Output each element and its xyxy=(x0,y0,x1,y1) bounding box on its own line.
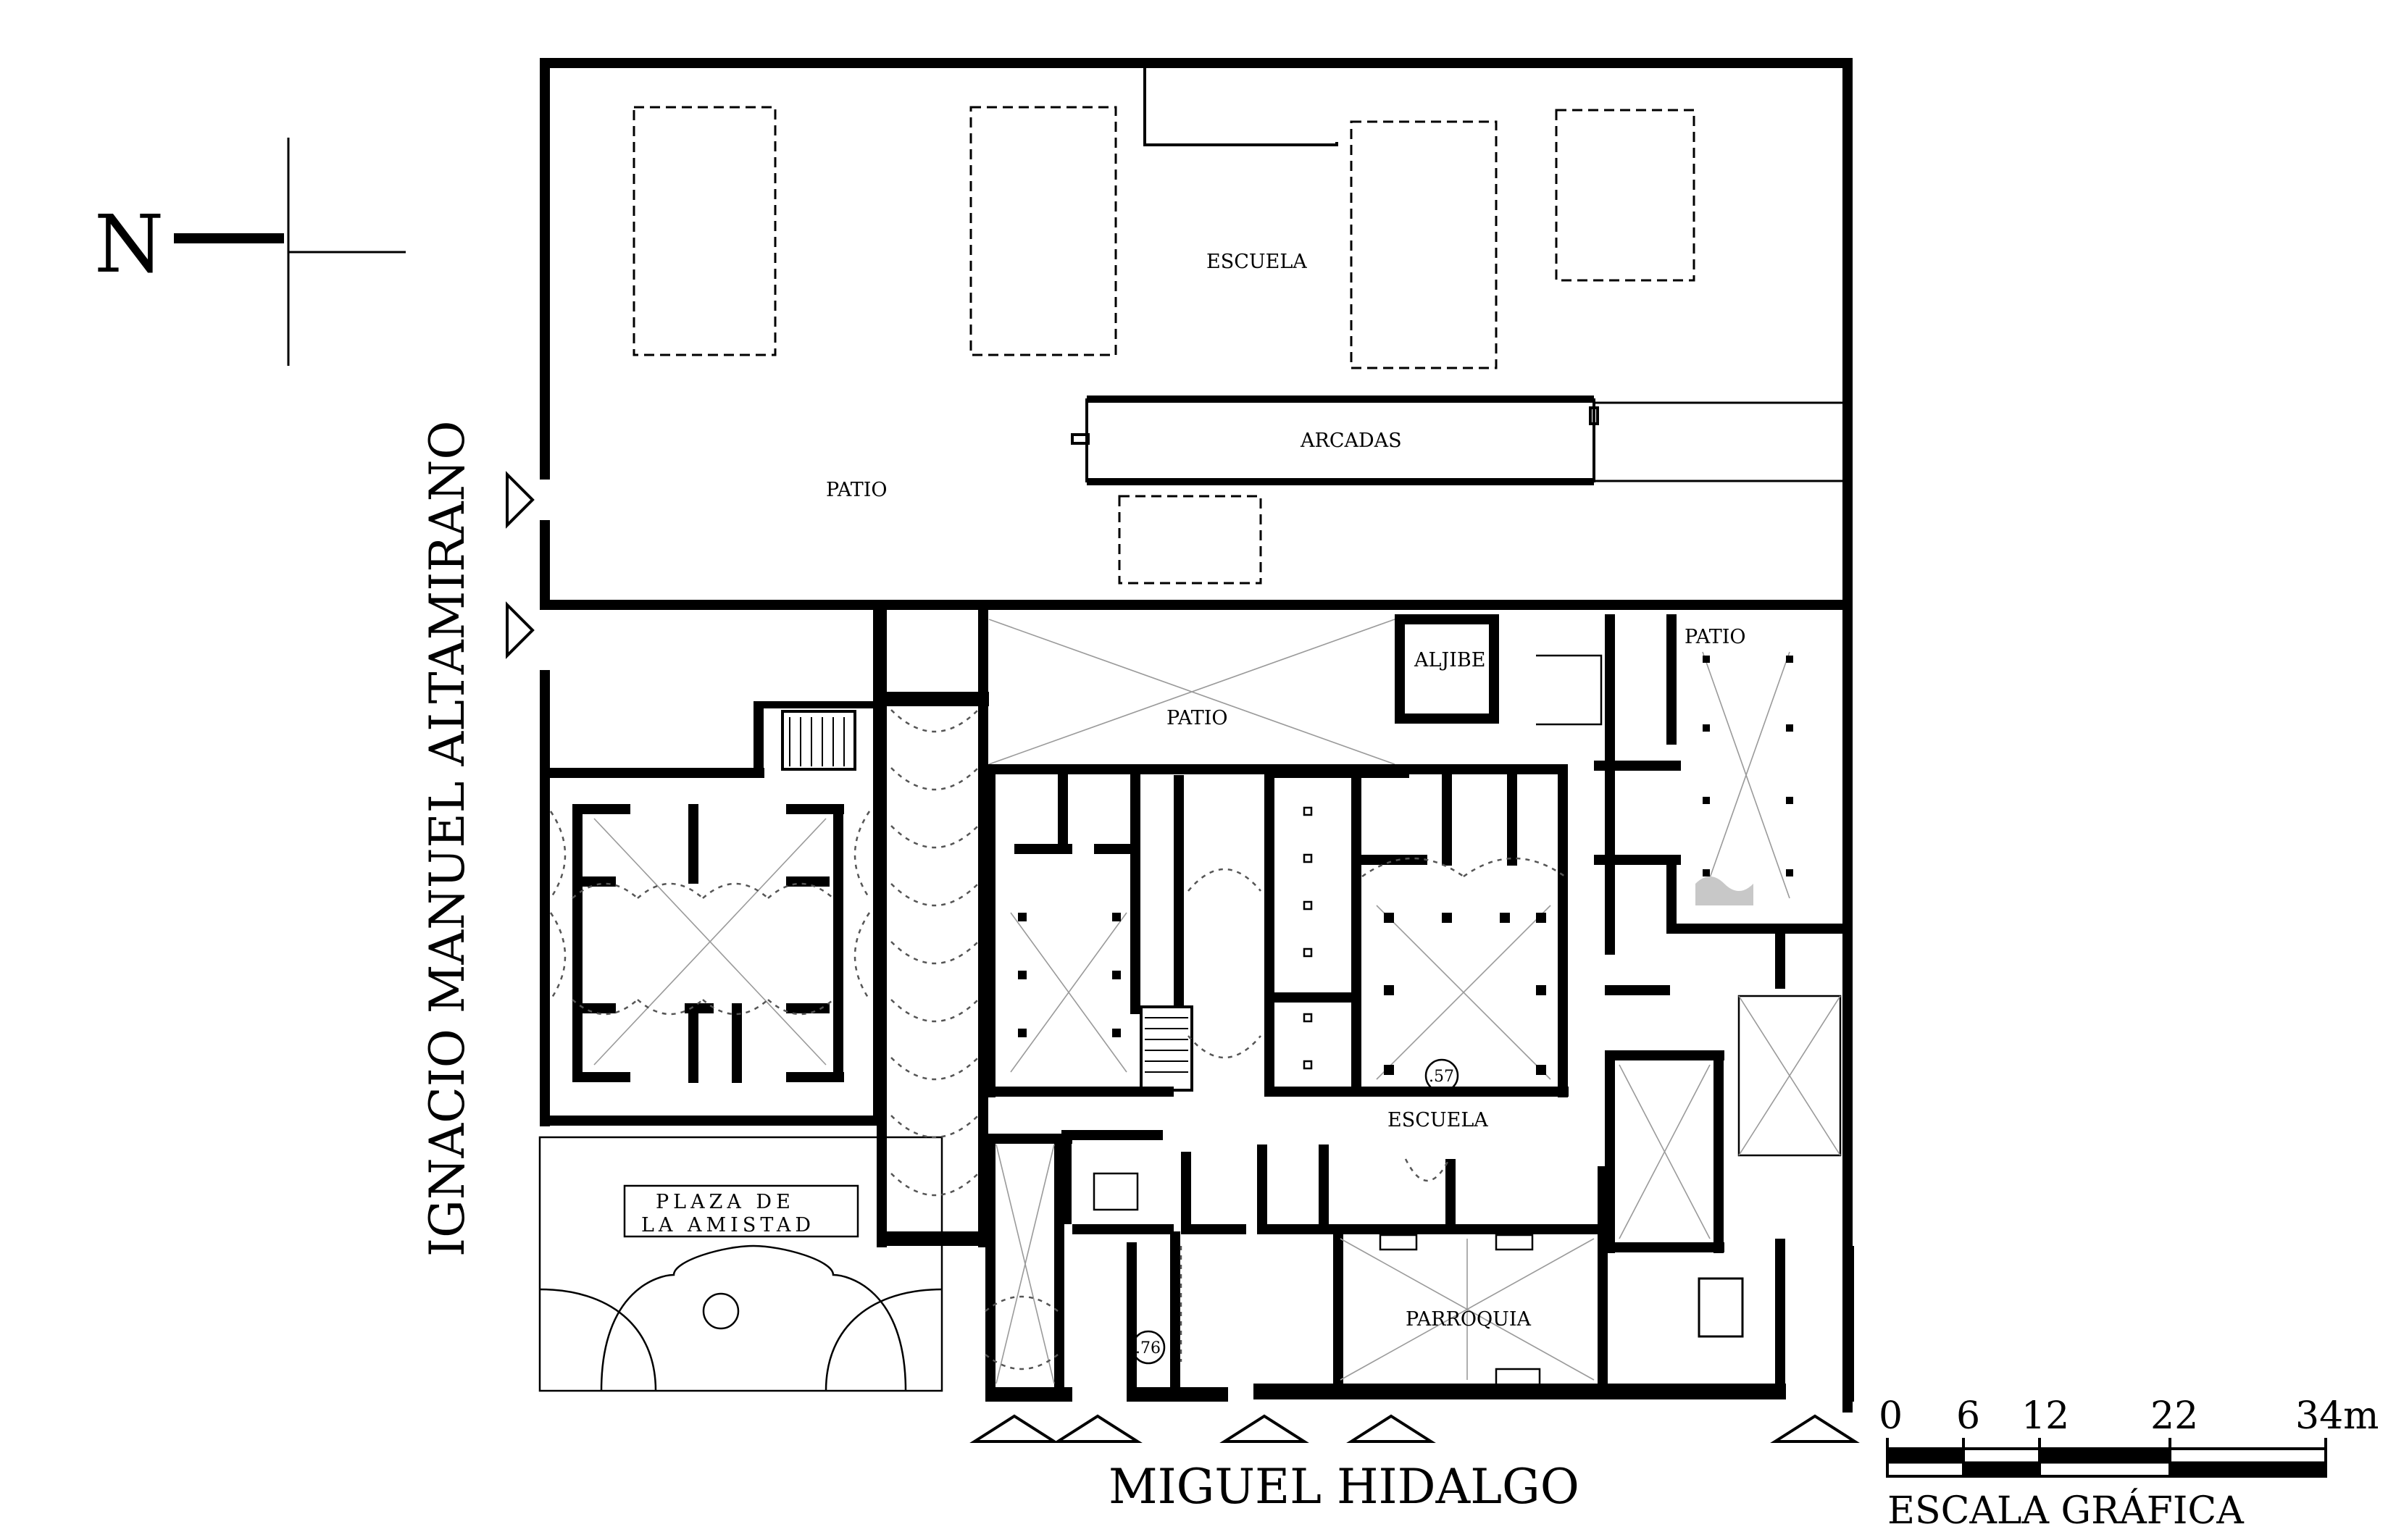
plaza-label-line2: LA AMISTAD xyxy=(641,1214,815,1236)
south-wing xyxy=(969,1130,1860,1443)
entry-arrow xyxy=(969,1414,1059,1443)
west-wing xyxy=(540,610,883,1126)
north-block xyxy=(506,58,1853,1413)
room-label-parroquia: PARROQUIA xyxy=(1406,1308,1532,1331)
room-label-patio-center: PATIO xyxy=(1166,707,1228,729)
entry-arrow xyxy=(506,601,535,659)
center-block xyxy=(877,610,1569,1247)
room-label-patio-west: PATIO xyxy=(826,479,888,501)
entry-arrow xyxy=(1053,1414,1143,1443)
scale-tick-label: 6 xyxy=(1956,1394,1980,1438)
north-label: N xyxy=(94,198,164,290)
north-arrow: N xyxy=(94,138,406,366)
scale-title: ESCALA GRÁFICA xyxy=(1887,1488,2245,1533)
plaza xyxy=(538,1136,943,1392)
north-arrow-pointer xyxy=(174,233,284,243)
room-label-aljibe: ALJIBE xyxy=(1414,649,1485,671)
street-label-south: MIGUEL HIDALGO xyxy=(1109,1459,1579,1515)
room-label-patio-east: PATIO xyxy=(1685,626,1746,648)
entry-arrow xyxy=(506,471,535,529)
entry-arrow xyxy=(1219,1414,1309,1443)
scale-tick-label: 22 xyxy=(2150,1394,2198,1438)
room-label-escuela-top: ESCUELA xyxy=(1206,251,1307,273)
plaza-label-line1: PLAZA DE xyxy=(656,1191,795,1213)
room-label-escuela-bottom: ESCUELA xyxy=(1387,1109,1488,1131)
entry-arrow xyxy=(1770,1414,1860,1443)
spot-level-label: .57 xyxy=(1429,1068,1454,1086)
scale-bar: 0 6 12 22 34m ESCALA GRÁFICA xyxy=(1879,1394,2379,1533)
street-label-west: IGNACIO MANUEL ALTAMIRANO xyxy=(419,420,475,1257)
east-wing xyxy=(1395,614,1848,1253)
entry-arrow xyxy=(1346,1414,1436,1443)
spot-level-label: .76 xyxy=(1135,1339,1161,1357)
scale-tick-label: 12 xyxy=(2021,1394,2069,1438)
scale-tick-label: 34m xyxy=(2295,1394,2379,1438)
scale-tick-label: 0 xyxy=(1879,1394,1903,1438)
room-label-arcadas: ARCADAS xyxy=(1300,430,1402,452)
